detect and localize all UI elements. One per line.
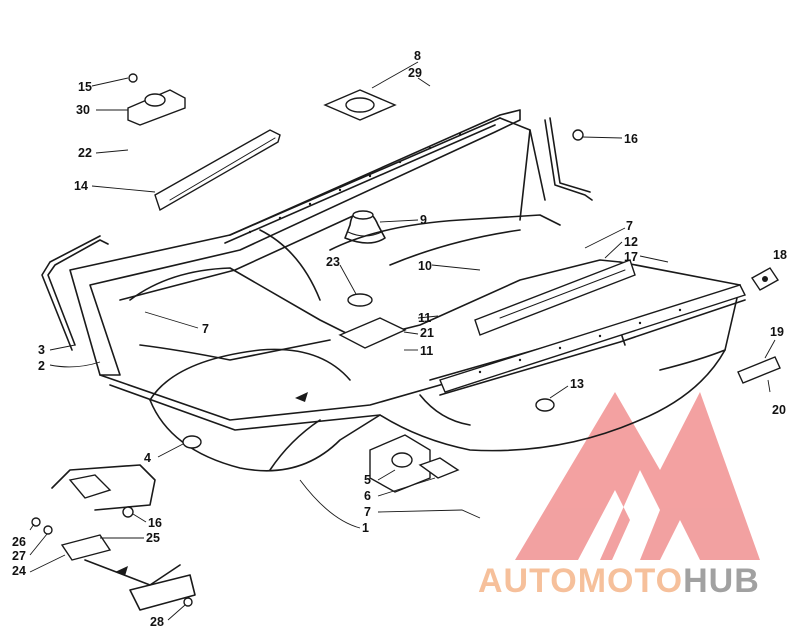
callout-2: 2 <box>38 359 45 373</box>
watermark-word-hub: HUB <box>683 562 760 600</box>
callout-7-bottom: 7 <box>364 505 371 519</box>
callout-29: 29 <box>408 66 422 80</box>
part-16-nut-lower <box>122 506 134 518</box>
part-4-grommet <box>182 435 202 449</box>
callout-7-right: 7 <box>626 219 633 233</box>
watermark-logo: AUTOMOTOHUB <box>478 392 760 600</box>
belly-pan-rim <box>69 109 521 376</box>
callout-28: 28 <box>150 615 164 629</box>
part-23-ring <box>347 293 373 307</box>
part-21-plate <box>338 317 407 349</box>
belly-pan-body <box>149 349 726 472</box>
callout-4: 4 <box>144 451 151 465</box>
callout-17: 17 <box>624 250 638 264</box>
logo-triangle-mark <box>515 392 760 560</box>
callout-10: 10 <box>418 259 432 273</box>
part-12-strip <box>474 259 636 336</box>
inset-panel <box>51 464 156 511</box>
callout-16-lower: 16 <box>148 516 162 530</box>
callout-22: 22 <box>78 146 92 160</box>
callout-19: 19 <box>770 325 784 339</box>
watermark-word-moto: MOTO <box>578 562 683 600</box>
callout-9: 9 <box>420 213 427 227</box>
callout-11-lower: 11 <box>420 344 433 358</box>
callout-group: 8 29 15 30 16 22 14 9 7 12 17 18 23 <box>12 49 787 629</box>
callout-11-upper: 11 <box>418 311 431 325</box>
part-24-bracket <box>60 534 112 561</box>
callout-23: 23 <box>326 255 340 269</box>
callout-3: 3 <box>38 343 45 357</box>
callout-6: 6 <box>364 489 371 503</box>
part-6-gasket <box>418 457 460 479</box>
part-13-plug <box>535 398 555 412</box>
callout-21: 21 <box>420 326 434 340</box>
part-19-plate <box>737 356 781 384</box>
callout-13: 13 <box>570 377 584 391</box>
callout-8: 8 <box>414 49 421 63</box>
part-3-bumper-strip <box>47 239 109 346</box>
watermark-word-auto: AUTO <box>478 562 578 600</box>
callout-18: 18 <box>773 248 787 262</box>
watermark-text: AUTOMOTOHUB <box>478 562 760 600</box>
callout-14: 14 <box>74 179 88 193</box>
callout-27: 27 <box>12 549 26 563</box>
callout-16-top: 16 <box>624 132 638 146</box>
callout-15: 15 <box>78 80 92 94</box>
part-27-washer <box>43 525 53 535</box>
belly-pan-drawing <box>31 73 781 611</box>
rivet-dots <box>248 132 682 374</box>
callout-7-left: 7 <box>202 322 209 336</box>
callout-25: 25 <box>146 531 160 545</box>
part-15-nut <box>128 73 138 83</box>
callout-26: 26 <box>12 535 26 549</box>
callout-30: 30 <box>76 103 90 117</box>
callout-20: 20 <box>772 403 786 417</box>
callout-24: 24 <box>12 564 26 578</box>
callout-5: 5 <box>364 473 371 487</box>
callout-1: 1 <box>362 521 369 535</box>
tunnel-floor <box>129 259 621 341</box>
part-16-handle-bracket <box>544 119 593 201</box>
part-30-bracket <box>127 89 186 126</box>
part-25-bracket <box>68 474 112 499</box>
callout-12: 12 <box>624 235 638 249</box>
